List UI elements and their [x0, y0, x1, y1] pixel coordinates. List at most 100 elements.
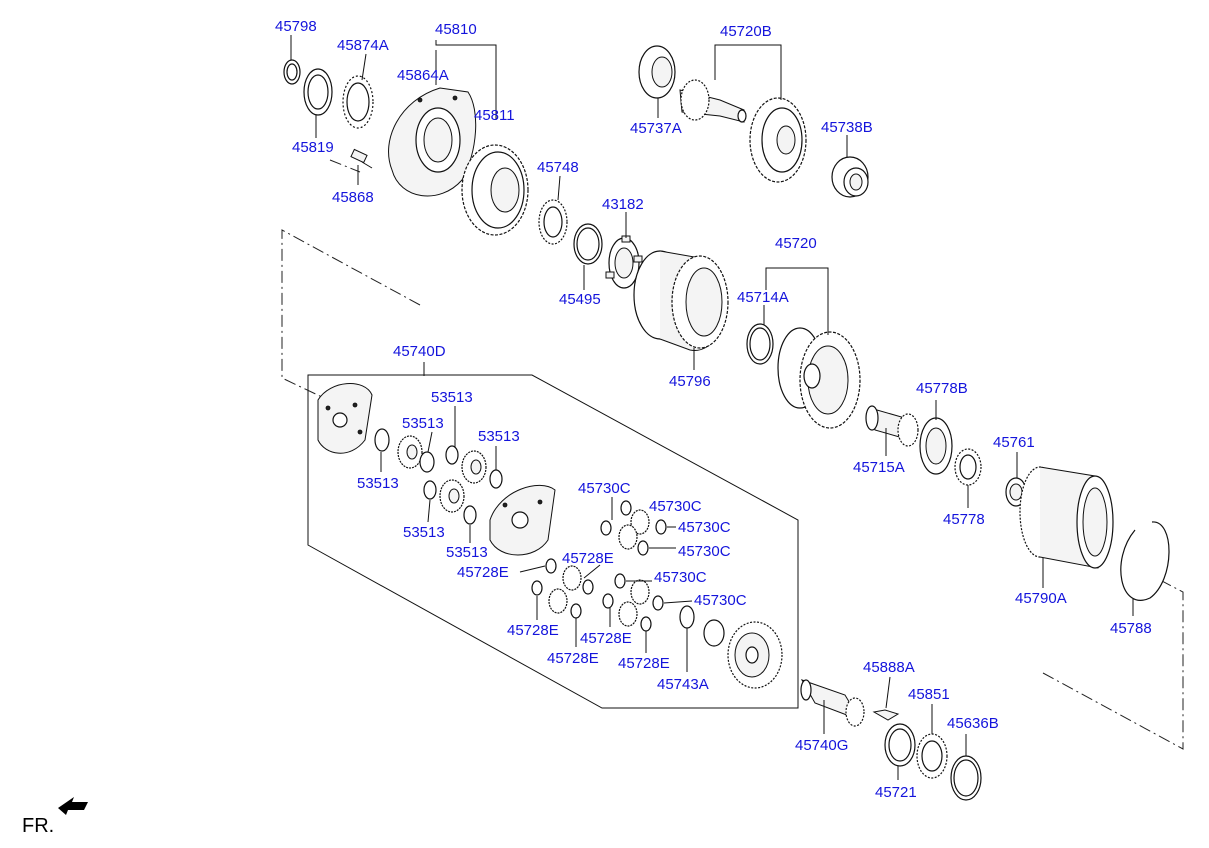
- pinion-gear[interactable]: [630, 509, 650, 535]
- gear-45720B[interactable]: [749, 97, 807, 183]
- part-label-45888A[interactable]: 45888A: [863, 659, 915, 676]
- washer[interactable]: [620, 500, 632, 516]
- part-label-45720B[interactable]: 45720B: [720, 23, 772, 40]
- ring-45495[interactable]: [573, 223, 603, 265]
- carrier-plate-45864A[interactable]: [388, 87, 477, 197]
- part-label-45868[interactable]: 45868: [332, 189, 374, 206]
- washer[interactable]: [570, 603, 582, 619]
- part-label-45761[interactable]: 45761: [993, 434, 1035, 451]
- washer[interactable]: [652, 595, 664, 611]
- part-label-45495[interactable]: 45495: [559, 291, 601, 308]
- part-label-45819[interactable]: 45819: [292, 139, 334, 156]
- shaft-45740G[interactable]: [800, 679, 865, 727]
- part-label-45721[interactable]: 45721: [875, 784, 917, 801]
- part-label-45874A[interactable]: 45874A: [337, 37, 389, 54]
- bearing-45738B[interactable]: [831, 156, 869, 198]
- washer[interactable]: [423, 480, 437, 500]
- part-label-43182[interactable]: 43182: [602, 196, 644, 213]
- pinion-gear[interactable]: [548, 588, 568, 614]
- bolt-45868[interactable]: [350, 148, 373, 169]
- part-label-45728E[interactable]: 45728E: [562, 550, 614, 567]
- part-label-53513[interactable]: 53513: [357, 475, 399, 492]
- part-label-45730C[interactable]: 45730C: [654, 569, 707, 586]
- washer[interactable]: [614, 573, 626, 589]
- shaft-45715A[interactable]: [865, 405, 919, 447]
- part-label-53513[interactable]: 53513: [402, 415, 444, 432]
- seal-45743A[interactable]: [679, 605, 725, 647]
- drum-45790A[interactable]: [1019, 466, 1114, 569]
- part-label-45778[interactable]: 45778: [943, 511, 985, 528]
- part-label-45788[interactable]: 45788: [1110, 620, 1152, 637]
- part-label-45790A[interactable]: 45790A: [1015, 590, 1067, 607]
- part-label-53513[interactable]: 53513: [478, 428, 520, 445]
- part-label-45740G[interactable]: 45740G: [795, 737, 848, 754]
- part-label-45720[interactable]: 45720: [775, 235, 817, 252]
- washer[interactable]: [445, 445, 459, 465]
- washer[interactable]: [582, 579, 594, 595]
- ring-45721[interactable]: [884, 723, 916, 767]
- part-label-45730C[interactable]: 45730C: [578, 480, 631, 497]
- bearing-45851[interactable]: [916, 733, 948, 779]
- part-label-45715A[interactable]: 45715A: [853, 459, 905, 476]
- part-label-45728E[interactable]: 45728E: [507, 622, 559, 639]
- part-label-45730C[interactable]: 45730C: [678, 543, 731, 560]
- part-label-45748[interactable]: 45748: [537, 159, 579, 176]
- part-label-53513[interactable]: 53513: [446, 544, 488, 561]
- part-label-45636B[interactable]: 45636B: [947, 715, 999, 732]
- part-label-45730C[interactable]: 45730C: [694, 592, 747, 609]
- part-label-45740D[interactable]: 45740D: [393, 343, 446, 360]
- carrier-plate-front[interactable]: [317, 383, 373, 454]
- washer[interactable]: [463, 505, 477, 525]
- ring-gear-45819[interactable]: [303, 68, 333, 116]
- bearing-45778[interactable]: [954, 448, 982, 486]
- washer[interactable]: [637, 540, 649, 556]
- washer[interactable]: [545, 558, 557, 574]
- bearing-45737A[interactable]: [638, 45, 676, 99]
- pinion-gear[interactable]: [461, 450, 487, 484]
- part-label-45796[interactable]: 45796: [669, 373, 711, 390]
- clip-45888A[interactable]: [872, 709, 900, 721]
- plate-45778B[interactable]: [919, 417, 953, 475]
- part-label-45728E[interactable]: 45728E: [547, 650, 599, 667]
- pinion-gear[interactable]: [618, 524, 638, 550]
- part-label-45864A[interactable]: 45864A: [397, 67, 449, 84]
- washer[interactable]: [374, 428, 390, 452]
- part-label-45851[interactable]: 45851: [908, 686, 950, 703]
- washer[interactable]: [602, 593, 614, 609]
- snap-ring-45788[interactable]: [1120, 521, 1170, 601]
- gear-45811[interactable]: [461, 144, 529, 236]
- washer[interactable]: [600, 520, 612, 536]
- washer[interactable]: [419, 451, 435, 473]
- part-label-45728E[interactable]: 45728E: [580, 630, 632, 647]
- snap-ring-45874A[interactable]: [342, 75, 374, 129]
- part-label-45728E[interactable]: 45728E: [618, 655, 670, 672]
- part-label-45728E[interactable]: 45728E: [457, 564, 509, 581]
- part-label-45743A[interactable]: 45743A: [657, 676, 709, 693]
- part-label-45730C[interactable]: 45730C: [649, 498, 702, 515]
- washer[interactable]: [655, 519, 667, 535]
- part-label-53513[interactable]: 53513: [431, 389, 473, 406]
- part-label-45778B[interactable]: 45778B: [916, 380, 968, 397]
- pinion-gear[interactable]: [439, 479, 465, 513]
- part-label-53513[interactable]: 53513: [403, 524, 445, 541]
- pinion-gear[interactable]: [562, 565, 582, 591]
- carrier-plate-45743[interactable]: [727, 621, 783, 689]
- part-label-45730C[interactable]: 45730C: [678, 519, 731, 536]
- washer[interactable]: [640, 616, 652, 632]
- part-label-45798[interactable]: 45798: [275, 18, 317, 35]
- retainer-43182[interactable]: [605, 235, 643, 289]
- part-label-45714A[interactable]: 45714A: [737, 289, 789, 306]
- pinion-gear[interactable]: [618, 601, 638, 627]
- washer[interactable]: [489, 469, 503, 489]
- shaft-45720B[interactable]: [679, 79, 747, 123]
- pinion-gear[interactable]: [630, 579, 650, 605]
- ring-45636B[interactable]: [950, 755, 982, 801]
- ring-45714A[interactable]: [746, 323, 774, 365]
- ring-45798[interactable]: [283, 59, 301, 85]
- part-label-45738B[interactable]: 45738B: [821, 119, 873, 136]
- part-label-45810[interactable]: 45810: [435, 21, 477, 38]
- carrier-plate-rear[interactable]: [489, 485, 556, 556]
- differential-45720[interactable]: [777, 327, 861, 429]
- bearing-45748[interactable]: [538, 199, 568, 245]
- drum-45796[interactable]: [633, 250, 729, 351]
